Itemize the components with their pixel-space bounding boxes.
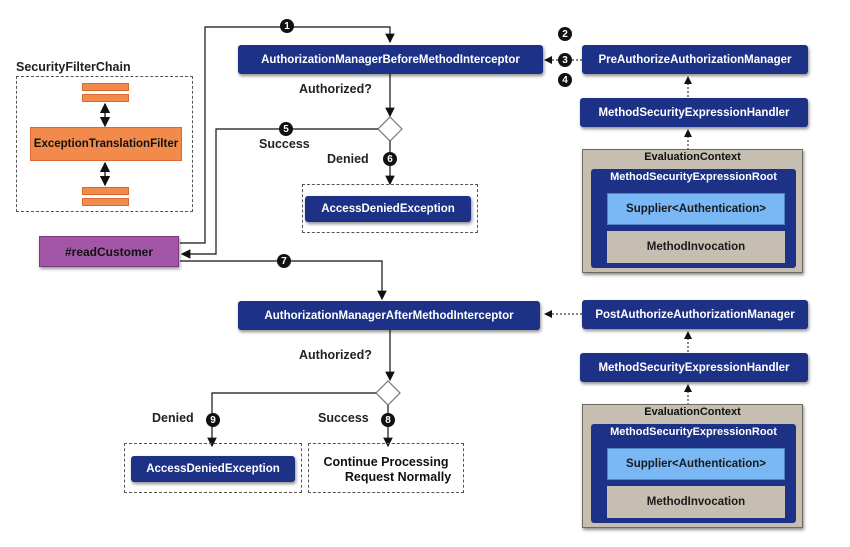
post-expression-root: MethodSecurityExpressionRoot Supplier<Au… (591, 424, 796, 523)
pre-method-invocation: MethodInvocation (607, 231, 785, 263)
exception-translation-filter: ExceptionTranslationFilter (30, 127, 182, 161)
after-interceptor: AuthorizationManagerAfterMethodIntercept… (238, 301, 540, 330)
after-decision-diamond (375, 380, 401, 406)
step-badge-6: 6 (383, 152, 397, 166)
step7-line (180, 260, 387, 301)
post-authorize-manager: PostAuthorizeAuthorizationManager (582, 300, 808, 329)
pre-expression-root-title: MethodSecurityExpressionRoot (610, 171, 777, 183)
filter-bar (82, 94, 129, 102)
before-authorized-label: Authorized? (299, 82, 372, 96)
step-badge-9: 9 (206, 413, 220, 427)
filter-bar (82, 83, 129, 91)
post-expression-handler: MethodSecurityExpressionHandler (580, 353, 808, 382)
post-evaluation-context: EvaluationContext MethodSecurityExpressi… (582, 404, 803, 528)
filter-bar (82, 187, 129, 195)
filter-chain-title: SecurityFilterChain (16, 60, 131, 74)
step-badge-7: 7 (277, 254, 291, 268)
after-success-label: Success (318, 411, 369, 425)
step5-success-line (180, 128, 378, 259)
before-interceptor: AuthorizationManagerBeforeMethodIntercep… (238, 45, 543, 74)
filter-chain-box (16, 76, 193, 212)
step-badge-5: 5 (279, 122, 293, 136)
after-denied-label: Denied (152, 411, 194, 425)
step-badge-4: 4 (558, 73, 572, 87)
after-access-denied-exception: AccessDeniedException (131, 456, 295, 482)
continue-processing-line1: Continue Processing (323, 455, 449, 469)
step-badge-8: 8 (381, 413, 395, 427)
before-decision-diamond (377, 116, 403, 142)
filter-bar (82, 198, 129, 206)
continue-processing-line2: Request Normally (344, 470, 452, 484)
read-customer-method: #readCustomer (39, 236, 179, 267)
after-exception-box (124, 443, 302, 493)
pre-evaluation-context-title: EvaluationContext (644, 151, 741, 163)
step9-denied-line (207, 392, 376, 448)
before-access-denied-exception: AccessDeniedException (305, 196, 471, 222)
step-badge-3: 3 (558, 53, 572, 67)
pre-supplier-authentication: Supplier<Authentication> (607, 193, 785, 225)
before-success-label: Success (259, 137, 310, 151)
before-exception-box (302, 184, 478, 233)
pre-expression-root: MethodSecurityExpressionRoot Supplier<Au… (591, 169, 796, 268)
step1-line (180, 26, 395, 244)
post-expression-root-title: MethodSecurityExpressionRoot (610, 426, 777, 438)
pre-expression-handler: MethodSecurityExpressionHandler (580, 98, 808, 127)
continue-processing-box: Continue Processing Request Normally (308, 443, 464, 493)
post-evaluation-context-title: EvaluationContext (644, 406, 741, 418)
pre-authorize-manager: PreAuthorizeAuthorizationManager (582, 45, 808, 74)
step-badge-2: 2 (558, 27, 572, 41)
step-badge-1: 1 (280, 19, 294, 33)
post-method-invocation: MethodInvocation (607, 486, 785, 518)
before-denied-label: Denied (327, 152, 369, 166)
pre-evaluation-context: EvaluationContext MethodSecurityExpressi… (582, 149, 803, 273)
after-authorized-label: Authorized? (299, 348, 372, 362)
post-supplier-authentication: Supplier<Authentication> (607, 448, 785, 480)
